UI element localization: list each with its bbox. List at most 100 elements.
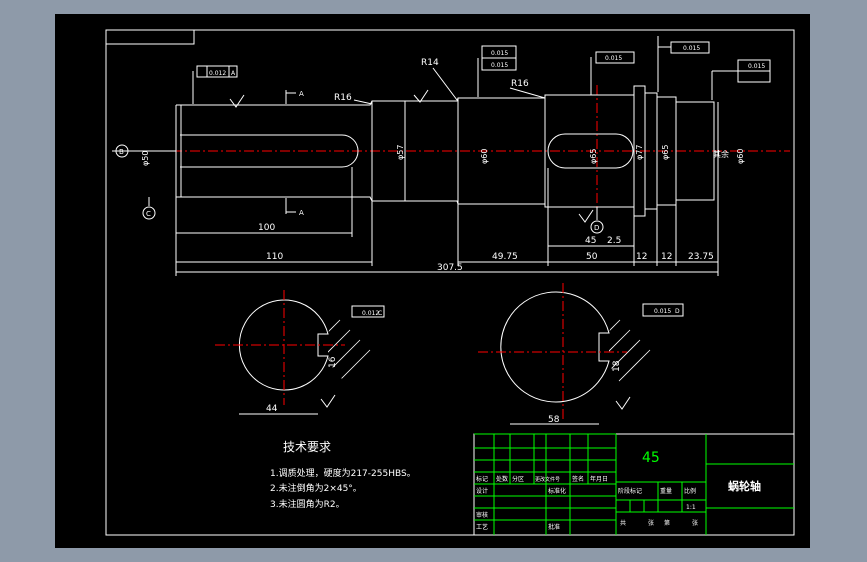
tb-scale-value: 1:1 bbox=[686, 504, 696, 511]
roughness-symbol bbox=[229, 94, 245, 108]
tb-label-count: 处数 bbox=[496, 475, 508, 483]
rest-note: 其余 bbox=[713, 149, 729, 159]
title-material: 45 bbox=[642, 450, 660, 466]
title-part-name: 蜗轮轴 bbox=[728, 479, 761, 493]
dim-49: 49.75 bbox=[492, 252, 518, 262]
dim-100: 100 bbox=[258, 223, 275, 233]
radius-leader bbox=[509, 87, 546, 99]
title-block: 45 蜗轮轴 标记 处数 分区 更改文件号 签名 年月日 设计 标准化 审核 工… bbox=[473, 433, 795, 536]
section-depth-left: 16 bbox=[328, 356, 338, 368]
section-view-right: 58 18 0.015 D bbox=[478, 283, 684, 425]
section-tol-frame-left bbox=[351, 305, 385, 318]
section-datum-right: D bbox=[675, 308, 680, 315]
section-outline-left bbox=[238, 299, 329, 391]
svg-text:A: A bbox=[299, 209, 304, 217]
tb-sheet: 张 bbox=[692, 519, 698, 527]
diameter-77: φ77 bbox=[635, 145, 644, 160]
section-width-left: 44 bbox=[266, 404, 278, 414]
diameter-65b: φ65 bbox=[661, 145, 670, 160]
section-depth-right: 18 bbox=[612, 360, 622, 372]
tb-sheets: 张 bbox=[648, 519, 654, 527]
svg-text:D: D bbox=[594, 224, 599, 232]
tb-row-standard: 标准化 bbox=[548, 487, 566, 495]
section-width-right: 58 bbox=[548, 415, 560, 425]
keyway-middle bbox=[547, 133, 634, 169]
diameter-60: φ60 bbox=[480, 149, 489, 164]
tb-row-approve: 批准 bbox=[548, 523, 560, 531]
tb-label-doc: 更改文件号 bbox=[535, 476, 560, 483]
tech-req-item-3: 3.未注圆角为R2。 bbox=[270, 498, 345, 510]
tb-label-zone: 分区 bbox=[512, 475, 524, 483]
tolerance-frame-1: 0.012 A bbox=[192, 65, 238, 104]
tech-req-title: 技术要求 bbox=[283, 440, 331, 454]
dim-12b: 12 bbox=[661, 252, 672, 262]
section-tol-right: 0.015 bbox=[654, 308, 671, 315]
svg-text:0.015: 0.015 bbox=[683, 45, 700, 52]
svg-text:0.015: 0.015 bbox=[491, 50, 508, 57]
tb-weight: 重量 bbox=[660, 487, 672, 495]
dim-12a: 12 bbox=[636, 252, 647, 262]
tb-row-design: 设计 bbox=[476, 487, 488, 495]
datum-d-marker: D bbox=[590, 207, 604, 234]
radius-leader bbox=[353, 99, 373, 105]
section-datum-left: C bbox=[378, 310, 382, 317]
dim-307: 307.5 bbox=[437, 263, 463, 273]
tolerance-frame-5: 0.015 bbox=[711, 59, 771, 100]
dim-110: 110 bbox=[266, 252, 283, 262]
svg-text:B: B bbox=[119, 148, 124, 156]
radius-r16b: R16 bbox=[511, 79, 529, 89]
tb-label-sign: 签名 bbox=[572, 475, 584, 483]
dim-25: 2.5 bbox=[607, 236, 621, 246]
radius-leader bbox=[432, 67, 458, 101]
tb-label-date: 年月日 bbox=[590, 475, 608, 483]
datum-c-marker: C bbox=[142, 197, 156, 220]
radius-r16a: R16 bbox=[334, 93, 352, 103]
shaft-main-view: 100 110 307.5 49.75 50 12 12 23.75 45 2.… bbox=[112, 36, 790, 276]
section-mark-bottom: A bbox=[285, 198, 304, 217]
svg-text:0.012: 0.012 bbox=[209, 70, 226, 77]
tolerance-frame-4: 0.015 bbox=[657, 36, 710, 92]
diameter-left: φ50 bbox=[141, 151, 150, 166]
diameter-65: φ65 bbox=[589, 149, 598, 164]
svg-text:C: C bbox=[146, 210, 151, 218]
tb-stage: 阶段标记 bbox=[618, 487, 642, 495]
title-block-grid bbox=[474, 433, 794, 535]
tolerance-frame-2: 0.015 0.015 bbox=[477, 45, 517, 97]
section-outline-right bbox=[500, 291, 610, 403]
roughness-symbol bbox=[320, 394, 336, 408]
tolerance-frame-3: 0.015 bbox=[590, 51, 635, 95]
tech-requirements: 技术要求 1.调质处理，硬度为217-255HBS。 2.未注倒角为2×45°。… bbox=[270, 440, 416, 510]
section-tol-frame-right bbox=[642, 303, 684, 317]
section-mark-top: A bbox=[285, 90, 304, 104]
code-box bbox=[106, 30, 195, 45]
tb-row-review: 审核 bbox=[476, 511, 488, 519]
roughness-symbol bbox=[413, 89, 429, 103]
tb-sheet-no: 第 bbox=[664, 519, 670, 527]
dim-23: 23.75 bbox=[688, 252, 714, 262]
diameter-57: φ57 bbox=[396, 145, 405, 160]
tech-req-item-1: 1.调质处理，硬度为217-255HBS。 bbox=[270, 467, 416, 479]
svg-text:A: A bbox=[299, 90, 304, 98]
section-hatch-right bbox=[609, 309, 651, 402]
dim-50: 50 bbox=[586, 252, 598, 262]
svg-text:0.015: 0.015 bbox=[491, 62, 508, 69]
svg-text:0.015: 0.015 bbox=[605, 55, 622, 62]
section-tol-left: 0.012 bbox=[362, 310, 379, 317]
section-view-left: 44 16 0.012 C bbox=[215, 290, 385, 415]
svg-text:A: A bbox=[231, 70, 236, 77]
keyway-left bbox=[180, 134, 359, 168]
tb-total: 共 bbox=[620, 519, 626, 527]
datum-b-marker: B bbox=[112, 144, 176, 158]
radius-r14: R14 bbox=[421, 58, 439, 68]
tech-req-item-2: 2.未注倒角为2×45°。 bbox=[270, 482, 362, 494]
svg-text:0.015: 0.015 bbox=[748, 63, 765, 70]
tb-label-mark: 标记 bbox=[476, 475, 488, 483]
tb-row-process: 工艺 bbox=[476, 523, 488, 531]
diameter-right: φ60 bbox=[736, 149, 745, 164]
roughness-symbol bbox=[615, 396, 631, 410]
section-hatch-left bbox=[328, 309, 371, 390]
tb-scale-label: 比例 bbox=[684, 487, 696, 495]
dim-45: 45 bbox=[585, 236, 596, 246]
